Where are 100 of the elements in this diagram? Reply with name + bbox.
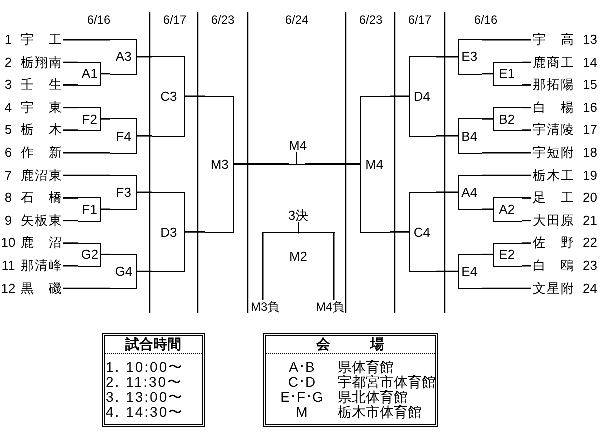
- bracket-line: [184, 231, 205, 233]
- match-bracket: M4: [289, 139, 305, 166]
- table-cell: 1. 10:00〜: [105, 360, 184, 375]
- match-bracket: E4: [458, 254, 482, 290]
- table-header: 会 場: [266, 336, 435, 354]
- date-label: 6/24: [284, 13, 310, 27]
- bracket-line: [482, 118, 494, 120]
- bracket-line: [100, 118, 110, 120]
- bracket-line: [436, 192, 458, 194]
- seed-number: 22: [583, 234, 598, 252]
- seed-number: 7: [4, 166, 14, 185]
- bracket-line: [63, 197, 78, 199]
- match-bracket: B4: [458, 118, 482, 154]
- bracket-line: [136, 135, 152, 137]
- team-name: 鹿商工: [533, 54, 574, 72]
- bracket-line: [482, 254, 494, 256]
- team-name: 栃 木: [21, 121, 62, 140]
- match-bracket: E2: [493, 242, 522, 267]
- bracket-line: [63, 107, 78, 109]
- date-label: 6/17: [407, 13, 433, 27]
- team-name: 白 楊: [533, 98, 574, 117]
- seed-number: 14: [583, 54, 598, 72]
- bracket-line: [136, 56, 152, 58]
- bracket-line: [436, 56, 458, 58]
- table-header: 試合時間: [105, 336, 202, 354]
- bracket-line: [482, 208, 494, 210]
- date-label: 6/16: [86, 13, 112, 27]
- bracket-line: [63, 62, 78, 64]
- bracket-line: [522, 107, 531, 109]
- bracket-line: [522, 265, 531, 267]
- match-bracket: E1: [493, 62, 522, 86]
- bracket-line: [100, 254, 110, 256]
- bracket-line: [63, 130, 78, 132]
- match-bracket: F2: [78, 107, 101, 132]
- team-name: 栃翔南: [21, 54, 62, 72]
- bracket-line: [522, 220, 531, 222]
- bracket-line: [63, 39, 110, 41]
- bracket-line: [482, 174, 531, 176]
- date-label: 6/23: [358, 13, 384, 27]
- match-bracket: F3: [110, 174, 137, 210]
- bracket-line: [436, 135, 458, 137]
- team-name: 大田原: [533, 212, 574, 230]
- team-name: 作 新: [21, 144, 62, 162]
- match-bracket: A2: [493, 197, 522, 222]
- bracket-line: [136, 192, 152, 194]
- bracket-line: [522, 84, 531, 86]
- table-cell: 4. 14:30〜: [105, 405, 184, 420]
- match-label: 3決: [287, 208, 310, 224]
- seed-number: 2: [4, 54, 14, 72]
- team-name: 鹿沼東: [21, 166, 62, 185]
- team-name: 宇短附: [533, 144, 574, 162]
- team-name: 那拓陽: [533, 76, 574, 94]
- match-bracket: D4: [409, 56, 436, 137]
- seed-number: 1: [4, 31, 14, 49]
- bracket-line: [63, 84, 78, 86]
- table-cell: 宇都宮市体育館: [338, 375, 436, 390]
- table-cell: 2. 11:30〜: [105, 375, 184, 390]
- team-name: 栃木工: [533, 166, 574, 185]
- seed-number: 11: [0, 257, 16, 275]
- seed-number: 24: [583, 280, 598, 298]
- table-cell-text: M: [295, 405, 309, 420]
- seed-number: 3: [4, 76, 14, 94]
- date-label: 6/17: [162, 13, 188, 27]
- bracket-line: [305, 164, 360, 166]
- match-bracket: D3: [152, 192, 185, 272]
- bracket-line: [522, 197, 531, 199]
- bracket-line: [184, 96, 205, 98]
- match-bracket: C4: [409, 192, 436, 272]
- table-cell: 県北体育館: [338, 390, 408, 405]
- table-cell-text: C･D: [287, 375, 317, 390]
- entrant-label: M3負: [251, 300, 279, 315]
- bracket-line: [234, 164, 289, 166]
- bracket-line: [63, 174, 110, 176]
- bracket-line: [63, 265, 78, 267]
- bracket-line: [522, 62, 531, 64]
- seed-number: 17: [583, 121, 598, 140]
- date-label: 6/16: [473, 13, 499, 27]
- match-bracket: M4: [360, 96, 390, 233]
- seed-number: 15: [583, 76, 598, 94]
- team-name: 佐 野: [533, 234, 574, 252]
- team-name: 宇 東: [21, 98, 62, 117]
- team-name: 壬 生: [21, 76, 62, 94]
- table-cell: 栃木市体育館: [338, 405, 422, 420]
- seed-number: 20: [583, 189, 598, 208]
- seed-number: 13: [583, 31, 598, 49]
- team-name: 那清峰: [21, 257, 62, 275]
- team-name: 文星附: [533, 280, 574, 298]
- bracket-line: [63, 220, 78, 222]
- bracket-line: [100, 73, 110, 75]
- seed-number: 10: [0, 234, 17, 252]
- match-bracket: G4: [110, 254, 137, 290]
- match-bracket: G2: [78, 242, 101, 267]
- bracket-line: [522, 130, 531, 132]
- team-name: 矢板東: [21, 212, 62, 230]
- match-bracket: A1: [78, 62, 101, 86]
- bracket-line: [390, 96, 410, 98]
- seed-number: 9: [4, 212, 14, 230]
- match-bracket: E3: [458, 39, 482, 75]
- seed-number: 23: [583, 257, 598, 275]
- bracket-line: [136, 270, 152, 272]
